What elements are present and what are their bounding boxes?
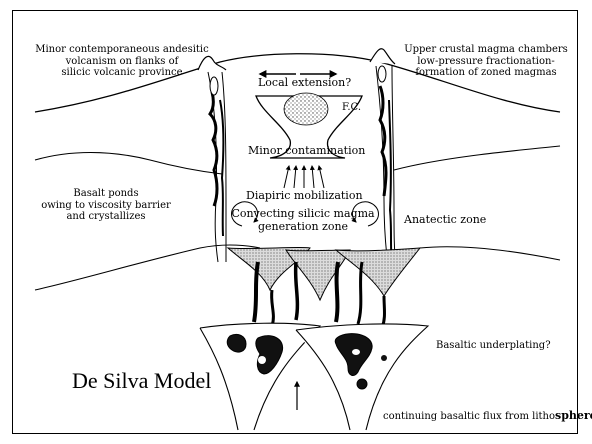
- basalt-ponds-line-1: Basalt ponds: [30, 188, 182, 200]
- diapiric-mobilization-label: Diapiric mobilization: [246, 190, 363, 203]
- upper-chambers-line-1: Upper crustal magma chambers: [402, 44, 570, 56]
- convecting-zone-label: Convecting silicic magma generation zone: [228, 208, 378, 233]
- andesitic-volcanism-label: Minor contemporaneous andesitic volcanis…: [32, 44, 212, 79]
- upper-chambers-line-3: formation of zoned magmas: [402, 67, 570, 79]
- fc-label: F.C.: [342, 102, 361, 114]
- basalt-ponds-label: Basalt ponds owing to viscosity barrier …: [30, 188, 182, 223]
- basaltic-flux-suffix: sphere: [555, 409, 592, 422]
- minor-contamination-label: Minor contamination: [248, 145, 365, 158]
- convecting-line-2: generation zone: [228, 221, 378, 234]
- lower-boundary-right: [420, 247, 560, 260]
- upper-chambers-line-2: low-pressure fractionation-: [402, 56, 570, 68]
- andesitic-line-3: silicic volcanic province: [32, 67, 212, 79]
- crust-boundary-left: [35, 153, 222, 175]
- basaltic-flux-text: continuing basaltic flux from litho: [383, 411, 555, 422]
- fractionated-chamber: [284, 93, 328, 125]
- basalt-ponds-line-3: and crystallizes: [30, 211, 182, 223]
- andesitic-line-2: volcanism on flanks of: [32, 56, 212, 68]
- local-extension-label: Local extension?: [258, 77, 351, 90]
- upper-chambers-label: Upper crustal magma chambers low-pressur…: [402, 44, 570, 79]
- slide-title: De Silva Model: [72, 368, 211, 394]
- basaltic-flux-label: continuing basaltic flux from lithospher…: [383, 410, 592, 423]
- andesitic-line-1: Minor contemporaneous andesitic: [32, 44, 212, 56]
- basaltic-underplating-label: Basaltic underplating?: [436, 340, 551, 352]
- basalt-ponds-line-2: owing to viscosity barrier: [30, 200, 182, 212]
- right-volcano: [370, 49, 395, 64]
- anatectic-zone-label: Anatectic zone: [404, 214, 486, 227]
- generation-cone-right: [336, 248, 420, 296]
- convecting-line-1: Convecting silicic magma: [228, 208, 378, 221]
- crust-boundary-right: [394, 146, 560, 170]
